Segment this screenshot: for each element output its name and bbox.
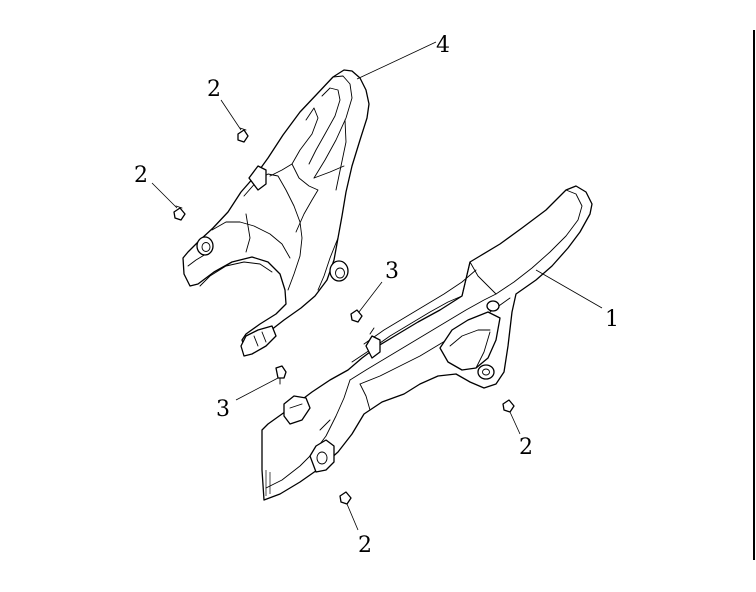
bolt-2-bottom — [339, 491, 352, 505]
leader-3-right — [358, 281, 383, 313]
bolt-2-top — [237, 127, 249, 143]
callout-2-left: 2 — [134, 163, 148, 188]
callout-2-bottom: 2 — [358, 533, 372, 558]
callout-3-right: 3 — [385, 259, 399, 284]
leader-3-left — [235, 377, 279, 401]
callout-2-top: 2 — [207, 77, 221, 102]
leader-2-left — [151, 182, 178, 209]
bolt-2-right — [502, 399, 515, 413]
leader-2-bottom — [346, 503, 359, 531]
chain-guard-pad — [439, 311, 501, 371]
callout-4: 4 — [436, 33, 450, 58]
bolt-3-right — [350, 309, 363, 323]
callout-2-right: 2 — [519, 435, 533, 460]
leader-4 — [356, 41, 437, 80]
rear-hugger-part — [182, 69, 370, 357]
bolt-2-left — [173, 205, 186, 221]
chain-guard-part — [261, 185, 593, 501]
bolt-3-left — [275, 365, 287, 385]
leader-2-right — [509, 411, 521, 435]
callout-1: 1 — [605, 307, 619, 332]
leader-2-top — [220, 99, 242, 131]
callout-3-left: 3 — [216, 397, 230, 422]
leader-1 — [535, 269, 603, 309]
hugger-boss-left — [196, 236, 214, 256]
